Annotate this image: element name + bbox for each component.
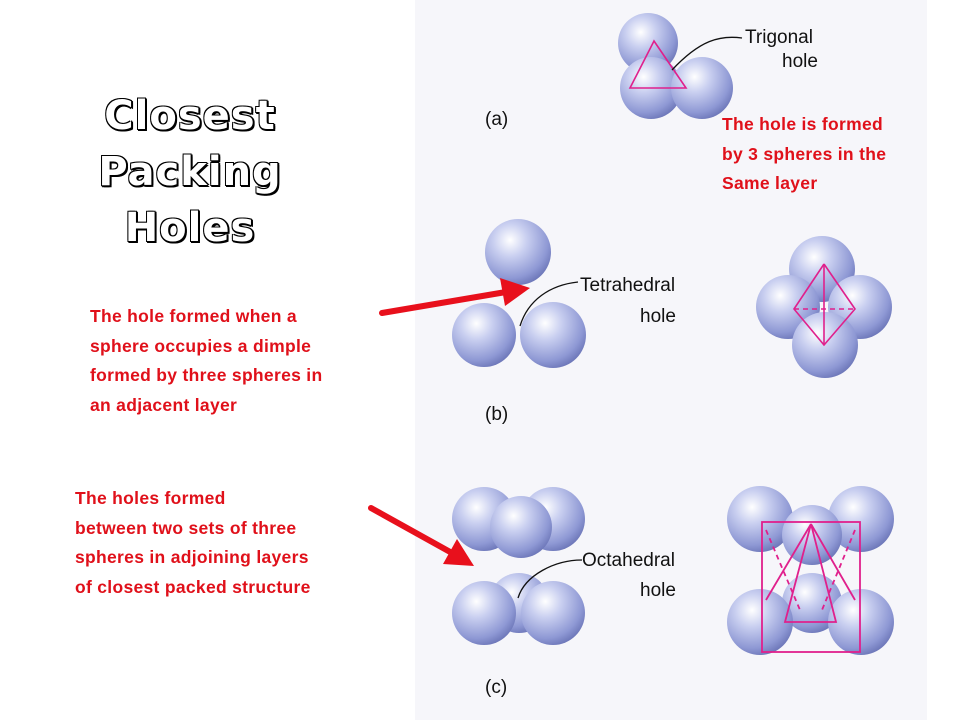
panel-b-tag: (b): [485, 404, 508, 425]
tetrahedral-label-line1: Tetrahedral: [580, 275, 675, 296]
octahedral-label-line2: hole: [640, 580, 676, 601]
text-line: The hole formed when a: [90, 306, 297, 326]
text-line: an adjacent layer: [90, 394, 238, 415]
tetrahedral-description: The hole formed when a sphere occupies a…: [90, 302, 322, 420]
trigonal-spheres: [618, 13, 733, 119]
trigonal-hole-outline: [628, 39, 688, 89]
sphere: [828, 486, 894, 552]
sphere: [671, 57, 733, 119]
sphere: [828, 589, 894, 655]
tetrahedral-hole-outline: [793, 263, 857, 347]
sphere: [782, 505, 842, 565]
panel-a-tag: (a): [485, 109, 508, 130]
sphere: [490, 496, 552, 558]
panel-c-tag: (c): [485, 677, 507, 698]
octahedral-spheres: [452, 487, 585, 645]
title-line: Packing: [98, 149, 282, 195]
text-line: between two sets of three: [75, 517, 297, 538]
tetrahedral-leader-line: [519, 281, 579, 327]
octahedral-hole-outline: [761, 521, 861, 653]
sphere: [727, 486, 793, 552]
octahedral-label-line1: Octahedral: [582, 550, 675, 571]
text-line: spheres in adjoining layers: [75, 547, 309, 567]
trigonal-label-line2: hole: [782, 51, 818, 72]
text-line: Same layer: [722, 173, 818, 193]
sphere: [452, 303, 516, 367]
sphere: [727, 589, 793, 655]
title-line: Holes: [124, 205, 256, 251]
tetrahedral-arrow: [379, 278, 530, 316]
tetrahedral-label-line2: hole: [640, 306, 676, 327]
sphere: [618, 13, 678, 73]
trigonal-leader-line: [671, 36, 743, 71]
page-title: Closest Packing Holes: [90, 88, 290, 256]
octahedral-leader-line: [517, 559, 583, 599]
trigonal-label-line1: Trigonal: [745, 27, 813, 48]
title-line: Closest: [104, 93, 276, 139]
text-line: The holes formed: [75, 488, 226, 508]
sphere: [520, 302, 586, 368]
tetrahedral-spheres: [452, 219, 586, 368]
octahedron-model: [727, 486, 894, 655]
octahedral-description: The holes formed between two sets of thr…: [75, 484, 311, 602]
text-line: of closest packed structure: [75, 576, 311, 597]
text-line: sphere occupies a dimple: [90, 335, 312, 356]
octahedral-arrow: [368, 505, 474, 566]
trigonal-description: The hole is formed by 3 spheres in the S…: [722, 110, 886, 199]
text-line: The hole is formed: [722, 114, 883, 134]
sphere: [485, 219, 551, 285]
sphere: [521, 581, 585, 645]
text-line: formed by three spheres in: [90, 365, 323, 385]
sphere: [452, 581, 516, 645]
text-line: by 3 spheres in the: [722, 143, 887, 164]
